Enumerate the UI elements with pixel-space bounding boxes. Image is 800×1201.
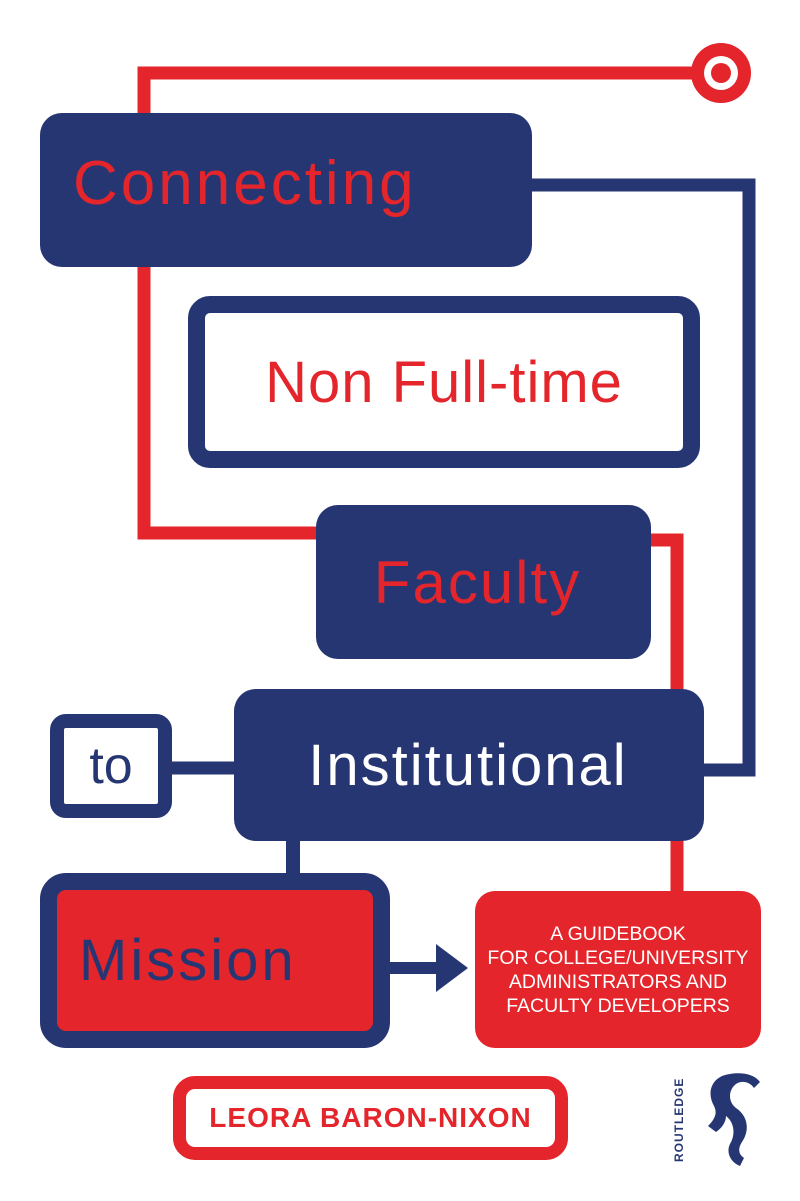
title-line-non-full-time: Non Full-time [265, 349, 623, 415]
target-circle-inner [711, 63, 731, 83]
title-box-faculty: Faculty [316, 505, 651, 659]
author-box: LEORA BARON-NIXON [173, 1076, 568, 1160]
title-line-faculty: Faculty [373, 548, 582, 616]
navy-connector-right [530, 178, 756, 777]
title-box-connecting: Connecting [40, 113, 532, 267]
publisher-name: ROUTLEDGE [672, 1077, 686, 1162]
subtitle-line: FACULTY DEVELOPERS [506, 994, 730, 1017]
title-box-non-full-time: Non Full-time [188, 296, 700, 468]
title-line-connecting: Connecting [73, 148, 417, 218]
author-name: LEORA BARON-NIXON [209, 1102, 532, 1133]
title-box-to: to [50, 714, 172, 818]
arrow-head [436, 944, 468, 992]
subtitle-line: A GUIDEBOOK [550, 922, 686, 945]
red-connector-right [651, 533, 684, 691]
title-line-mission: Mission [79, 928, 297, 993]
title-box-mission: Mission [40, 873, 390, 1048]
title-word-to: to [89, 737, 133, 795]
subtitle-line: FOR COLLEGE/UNIVERSITY [487, 946, 749, 969]
red-connector-top [137, 66, 707, 540]
subtitle-box: A GUIDEBOOK FOR COLLEGE/UNIVERSITY ADMIN… [475, 891, 761, 1048]
title-line-institutional: Institutional [308, 732, 628, 798]
title-box-institutional: Institutional [234, 689, 704, 841]
subtitle-line: ADMINISTRATORS AND [508, 970, 728, 993]
routledge-logo-icon [708, 1073, 760, 1166]
